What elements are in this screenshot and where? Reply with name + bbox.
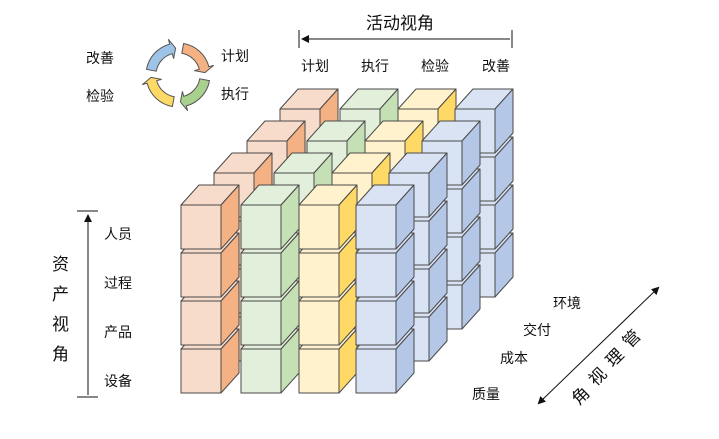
asset-axis-title-char: 视	[52, 315, 69, 335]
activity-item: 执行	[361, 59, 389, 75]
cube-front-face	[180, 300, 222, 346]
cube-front-face	[355, 252, 397, 298]
activity-item: 检验	[421, 59, 449, 75]
cube-grid	[180, 88, 514, 394]
asset-item: 过程	[104, 276, 132, 292]
cube-front-face	[180, 348, 222, 394]
asset-axis-title-char: 资	[52, 255, 69, 275]
pdca-cycle-icon	[141, 38, 215, 112]
cube-front-face	[180, 204, 222, 250]
cube-front-face	[298, 348, 340, 394]
cube-front-face	[240, 348, 282, 394]
cube	[180, 184, 240, 250]
cube-front-face	[240, 204, 282, 250]
cycle-arrow	[145, 38, 177, 72]
cycle-label-improve: 改善	[86, 51, 114, 67]
cube-front-face	[298, 300, 340, 346]
cube-front-face	[298, 204, 340, 250]
cube-front-face	[298, 252, 340, 298]
cube	[240, 184, 300, 250]
asset-item: 人员	[104, 227, 132, 243]
activity-item: 改善	[482, 59, 510, 75]
management-item: 交付	[523, 323, 551, 339]
management-axis-arrow-tail	[537, 395, 547, 405]
cycle-label-plan: 计划	[221, 49, 249, 65]
cube-front-face	[240, 300, 282, 346]
cycle-arrow	[181, 42, 215, 74]
cube-front-face	[240, 252, 282, 298]
cube	[298, 184, 358, 250]
management-item: 成本	[500, 351, 528, 367]
cycle-label-do: 执行	[221, 87, 249, 103]
activity-axis-title: 活动视角	[366, 14, 434, 34]
cycle-arrow	[141, 76, 175, 108]
asset-axis-title-char: 产	[52, 285, 69, 305]
cycle-label-check: 检验	[86, 89, 114, 105]
management-item: 环境	[553, 296, 581, 312]
cycle-arrow	[179, 78, 211, 112]
cube-front-face	[355, 300, 397, 346]
management-item: 质量	[472, 387, 500, 403]
asset-item: 产品	[104, 325, 132, 341]
cube-front-face	[180, 252, 222, 298]
activity-item: 计划	[301, 59, 329, 75]
management-axis-arrow	[539, 286, 660, 403]
cube-front-face	[355, 348, 397, 394]
cube-front-face	[355, 204, 397, 250]
cube	[355, 184, 415, 250]
asset-axis-title-char: 角	[52, 345, 69, 365]
asset-item: 设备	[104, 374, 132, 390]
